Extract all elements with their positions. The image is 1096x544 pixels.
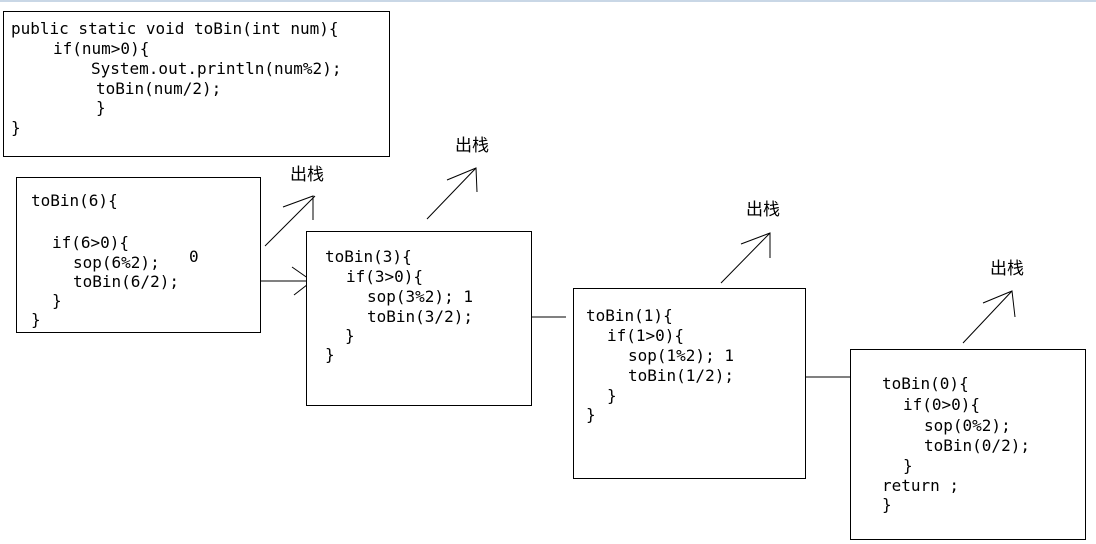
method-source-box: public static void toBin(int num){ if(nu… bbox=[3, 11, 390, 157]
stack-frame-tobin-3: toBin(3){ if(3>0){ sop(3%2); 1 toBin(3/2… bbox=[306, 231, 532, 406]
code-line: if(num>0){ bbox=[53, 39, 150, 58]
pop-arrow-2 bbox=[426, 167, 478, 220]
stack-frame-tobin-1: toBin(1){ if(1>0){ sop(1%2); 1 toBin(1/2… bbox=[573, 288, 806, 479]
pop-arrow-1 bbox=[264, 195, 316, 247]
frame-line: } bbox=[607, 386, 617, 405]
frame-line: toBin(0/2); bbox=[924, 436, 1030, 455]
frame-line: sop(1%2); 1 bbox=[628, 346, 734, 365]
frame-line: } bbox=[31, 310, 41, 329]
frame-line: if(3>0){ bbox=[346, 267, 424, 286]
frame-line: if(0>0){ bbox=[903, 395, 981, 414]
frame-line: } bbox=[903, 456, 913, 475]
printed-output: 0 bbox=[189, 247, 199, 266]
frame-line: toBin(1/2); bbox=[628, 366, 734, 385]
code-line: System.out.println(num%2); bbox=[91, 59, 342, 78]
pop-label: 出栈 bbox=[990, 259, 1024, 279]
window-top-border bbox=[0, 0, 1096, 2]
pop-label: 出栈 bbox=[746, 200, 780, 220]
frame-line: } bbox=[325, 345, 335, 364]
frame-line: return ; bbox=[882, 476, 960, 495]
stack-frame-tobin-0: toBin(0){ if(0>0){ sop(0%2); toBin(0/2);… bbox=[850, 349, 1086, 540]
frame-line: toBin(0){ bbox=[882, 374, 969, 393]
frame-line: sop(0%2); bbox=[924, 416, 1011, 435]
frame-line: } bbox=[52, 291, 62, 310]
frame-line: if(1>0){ bbox=[607, 326, 685, 345]
pop-arrow-3 bbox=[720, 232, 771, 284]
frame-line: toBin(3/2); bbox=[367, 307, 473, 326]
code-line: } bbox=[96, 98, 106, 117]
pop-label: 出栈 bbox=[455, 136, 489, 156]
frame-line: } bbox=[345, 326, 355, 345]
frame-line: toBin(6/2); bbox=[73, 272, 179, 291]
frame-line: } bbox=[882, 495, 892, 514]
code-line: toBin(num/2); bbox=[96, 79, 222, 98]
frame-line: toBin(3){ bbox=[325, 247, 412, 266]
stack-frame-tobin-6: toBin(6){ if(6>0){ sop(6%2); 0 toBin(6/2… bbox=[16, 177, 261, 333]
frame-line: toBin(1){ bbox=[586, 306, 673, 325]
frame-line: toBin(6){ bbox=[31, 191, 118, 210]
frame-line: if(6>0){ bbox=[52, 233, 130, 252]
code-line: public static void toBin(int num){ bbox=[11, 19, 339, 38]
pop-arrow-4 bbox=[962, 290, 1016, 344]
frame-line: sop(3%2); 1 bbox=[367, 287, 473, 306]
frame-line: } bbox=[586, 405, 596, 424]
frame-line: sop(6%2); bbox=[73, 253, 160, 272]
code-line: } bbox=[11, 118, 21, 137]
pop-label: 出栈 bbox=[290, 165, 324, 185]
